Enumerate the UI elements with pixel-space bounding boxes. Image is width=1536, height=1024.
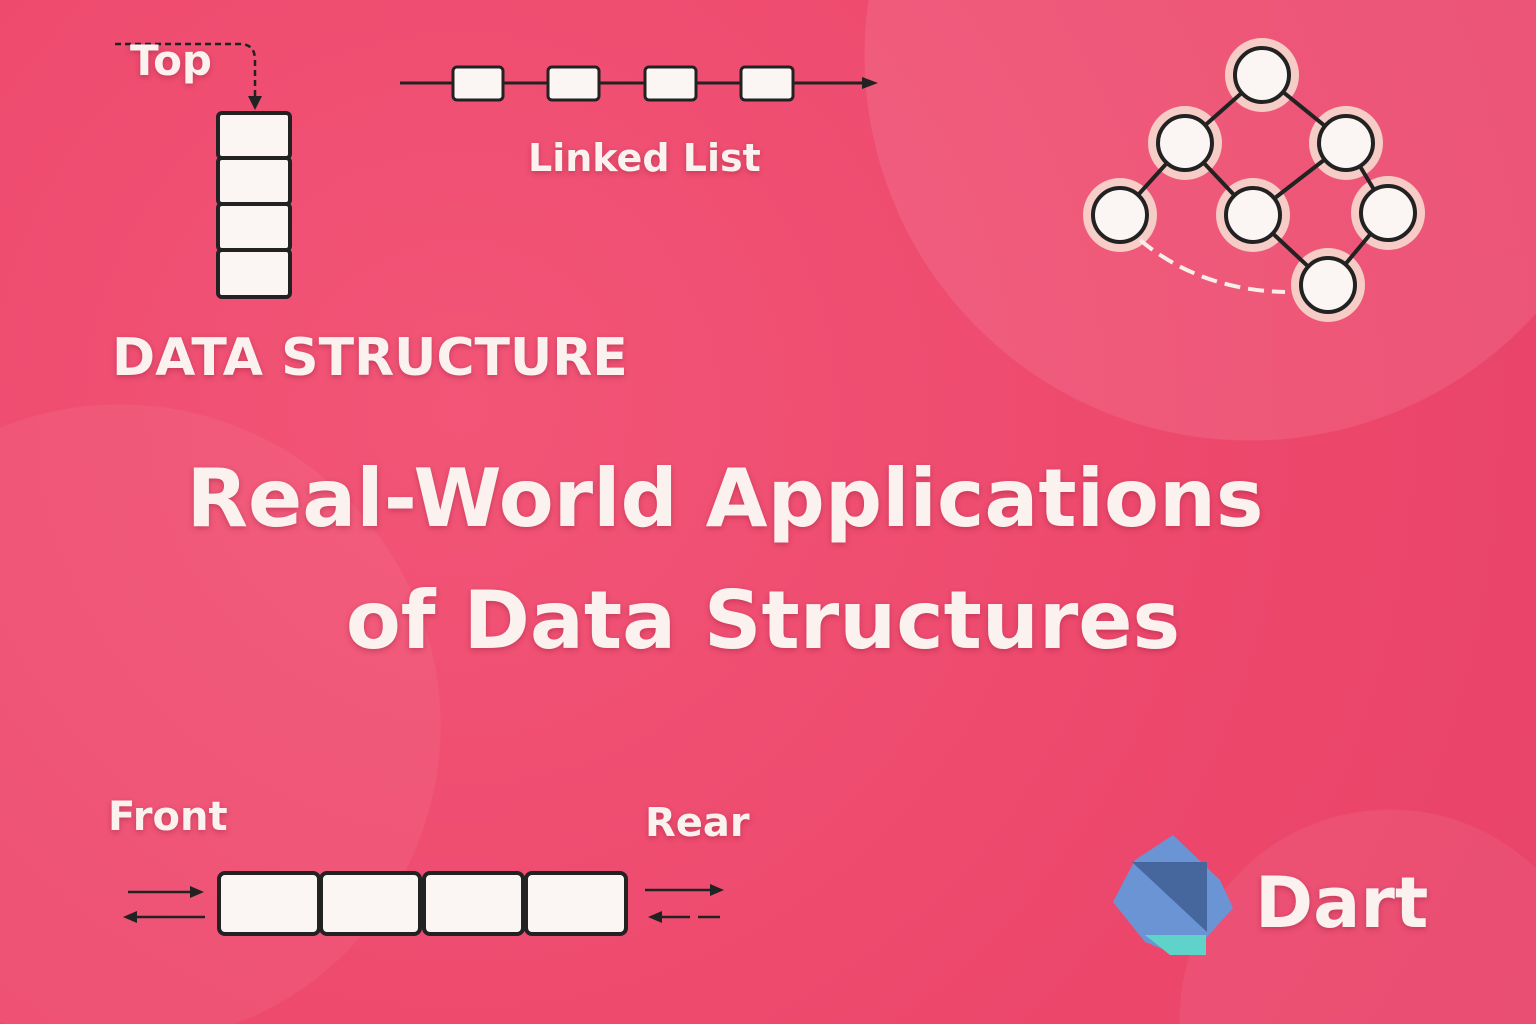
page-title-line2: of Data Structures	[345, 574, 1181, 667]
queue-rear-label: Rear	[645, 800, 750, 846]
dart-logo-text: Dart	[1255, 862, 1429, 944]
section-label: DATA STRUCTURE	[112, 328, 628, 388]
queue-front-label: Front	[108, 794, 228, 840]
page-title-line1: Real-World Applications	[186, 452, 1264, 545]
stack-diagram	[115, 42, 292, 299]
queue-diagram	[123, 871, 724, 936]
linked-list-diagram	[400, 65, 878, 102]
linked-list-label: Linked List	[528, 136, 761, 180]
tree-diagram	[1083, 38, 1425, 322]
dart-logo-icon	[1113, 835, 1233, 955]
stack-top-label: Top	[130, 36, 212, 85]
